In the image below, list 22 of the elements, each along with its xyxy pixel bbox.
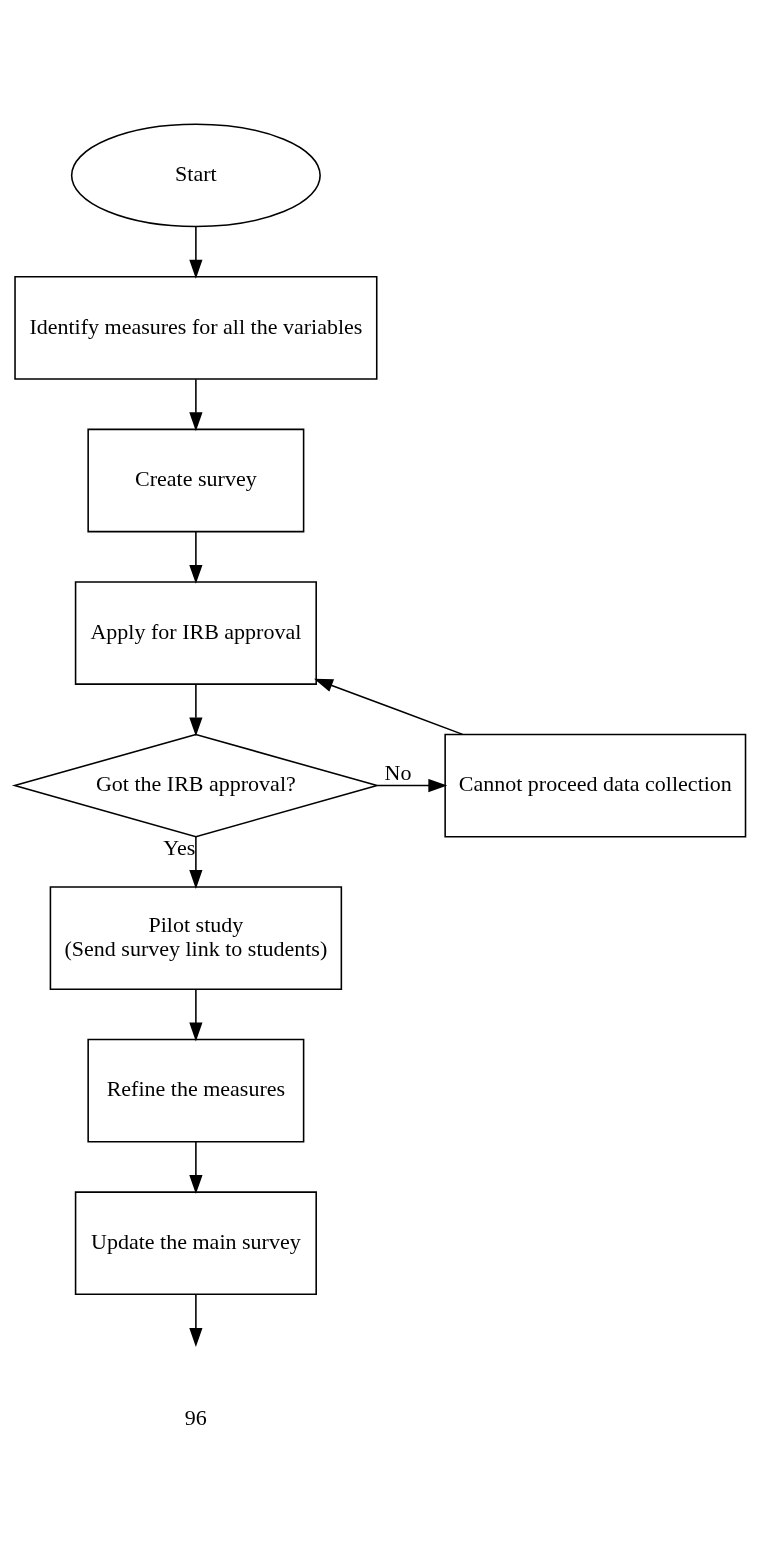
arrow [189,225,203,279]
arrow [314,678,464,736]
node-box: Create survey [87,428,305,533]
node-box: Pilot study (Send survey link to students) [49,886,343,990]
arrow [189,378,203,432]
node-ellipse: Start [70,123,321,228]
edge-label: Yes [163,835,196,861]
arrow [189,1141,203,1194]
node-box: Refine the measures [87,1038,305,1143]
arrow [189,1293,203,1347]
node-box: Identify measures for all the variables [14,276,378,380]
arrow [376,778,448,793]
arrow [189,988,203,1042]
node-diamond: Got the IRB approval? [11,733,380,838]
node-box: Apply for IRB approval [74,581,317,685]
arrow [189,531,203,584]
arrow [189,683,203,737]
edge-label: No [384,759,412,785]
node-box: Cannot proceed data collection [444,733,747,838]
label: 96 [184,1404,207,1430]
node-box: Update the main survey [74,1191,317,1296]
arrow [189,836,203,889]
